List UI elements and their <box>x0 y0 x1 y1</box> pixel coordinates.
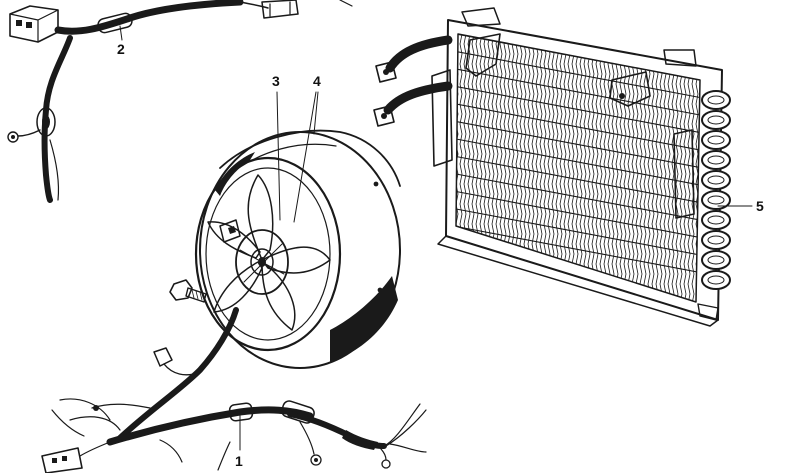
fan-assembly <box>194 129 401 369</box>
lower-wiring-harness <box>41 307 427 473</box>
callout-3: 3 <box>272 73 280 89</box>
condenser-inlet-pipes <box>373 35 453 127</box>
condenser-return-bends <box>701 90 731 290</box>
mounting-bolt <box>169 279 207 303</box>
callout-1: 1 <box>235 453 243 469</box>
callout-5: 5 <box>756 198 764 214</box>
harness-small-connector <box>261 0 299 19</box>
ac-condenser <box>373 7 731 327</box>
harness-plug-connector <box>9 5 59 43</box>
upper-wiring-harness <box>7 0 353 203</box>
callout-2: 2 <box>117 41 125 57</box>
fan-hub <box>235 229 289 295</box>
callouts: 1 2 3 4 5 <box>117 25 764 469</box>
lower-plug-connector <box>41 447 83 473</box>
callout-4: 4 <box>313 73 321 89</box>
